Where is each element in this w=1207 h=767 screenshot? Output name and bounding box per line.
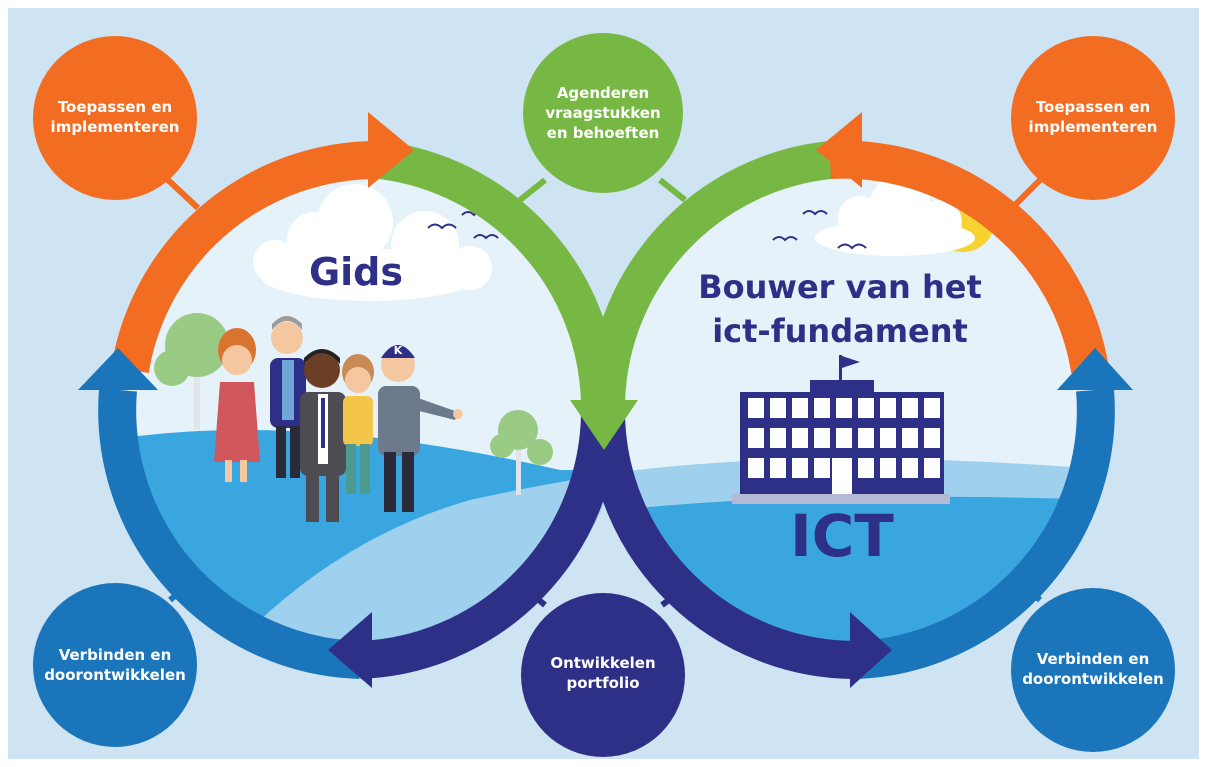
- person-man-cap: K: [378, 344, 463, 512]
- window: [792, 398, 808, 418]
- node-top-right: Toepassen en implementeren: [1011, 36, 1175, 200]
- window: [836, 428, 852, 448]
- node-label: Toepassen en: [1036, 98, 1150, 116]
- window: [770, 398, 786, 418]
- window: [880, 428, 896, 448]
- window: [924, 458, 940, 478]
- node-bottom-center: Ontwikkelen portfolio: [521, 593, 685, 757]
- window: [814, 458, 830, 478]
- node-bottom-right: Verbinden en doorontwikkelen: [1011, 588, 1175, 752]
- tree-icon: [154, 313, 229, 430]
- node-top-center: Agenderen vraagstukken en behoeften: [523, 33, 683, 193]
- person-man-suit: [300, 349, 346, 522]
- node-label: implementeren: [51, 118, 180, 136]
- arrow-down-icon: [570, 400, 638, 450]
- people-group: K: [214, 316, 463, 522]
- arrow-right-icon: [850, 612, 892, 688]
- building-icon: [732, 355, 950, 504]
- person-woman-red: [214, 328, 260, 482]
- window: [748, 428, 764, 448]
- node-label: Verbinden en: [59, 646, 172, 664]
- arc-green-right: [587, 141, 833, 406]
- window: [880, 398, 896, 418]
- right-title-line2: ict-fundament: [712, 312, 968, 350]
- node-label: doorontwikkelen: [1022, 670, 1164, 688]
- node-label: portfolio: [566, 674, 639, 692]
- left-title: Gids: [309, 250, 403, 294]
- building-label: ICT: [790, 502, 894, 570]
- tree-icon: [490, 410, 553, 495]
- window: [880, 458, 896, 478]
- arc-blue-left: [98, 388, 361, 679]
- node-label: vraagstukken: [545, 104, 660, 122]
- right-ring: [587, 140, 1115, 680]
- window: [924, 428, 940, 448]
- node-label: Agenderen: [557, 84, 649, 102]
- node-label: en behoeften: [547, 124, 660, 142]
- arc-navy-left: [359, 414, 619, 679]
- cap-letter: K: [394, 344, 403, 357]
- window: [792, 458, 808, 478]
- node-top-left: Toepassen en implementeren: [33, 36, 197, 200]
- arc-navy-right: [587, 414, 859, 680]
- arrow-left-icon: [816, 112, 862, 188]
- arrow-up-icon: [1057, 348, 1133, 390]
- window: [748, 398, 764, 418]
- window: [814, 428, 830, 448]
- node-bottom-left: Verbinden en doorontwikkelen: [33, 583, 197, 747]
- arrow-right-icon: [368, 112, 414, 188]
- window: [902, 398, 918, 418]
- arc-orange-right: [829, 140, 1109, 374]
- building-windows: [748, 398, 940, 494]
- person-man-navy: [270, 316, 306, 478]
- right-title-line1: Bouwer van het: [698, 268, 982, 306]
- window: [748, 458, 764, 478]
- node-label: Toepassen en: [58, 98, 172, 116]
- window: [902, 458, 918, 478]
- node-label: implementeren: [1029, 118, 1158, 136]
- window: [836, 398, 852, 418]
- person-woman-yellow: [342, 354, 374, 494]
- arrow-up-icon: [78, 348, 158, 390]
- window: [902, 428, 918, 448]
- window: [858, 458, 874, 478]
- node-label: Verbinden en: [1037, 650, 1150, 668]
- arc-blue-right: [856, 388, 1115, 679]
- window: [858, 398, 874, 418]
- arc-orange-left: [111, 140, 381, 374]
- door: [832, 458, 852, 494]
- window: [924, 398, 940, 418]
- birds-icon: [772, 210, 867, 250]
- window: [770, 428, 786, 448]
- window: [858, 428, 874, 448]
- window: [770, 458, 786, 478]
- node-label: Ontwikkelen: [550, 654, 655, 672]
- window: [792, 428, 808, 448]
- window: [814, 398, 830, 418]
- cloud-icon: [253, 184, 492, 301]
- arrow-left-icon: [328, 612, 372, 688]
- node-label: doorontwikkelen: [44, 666, 186, 684]
